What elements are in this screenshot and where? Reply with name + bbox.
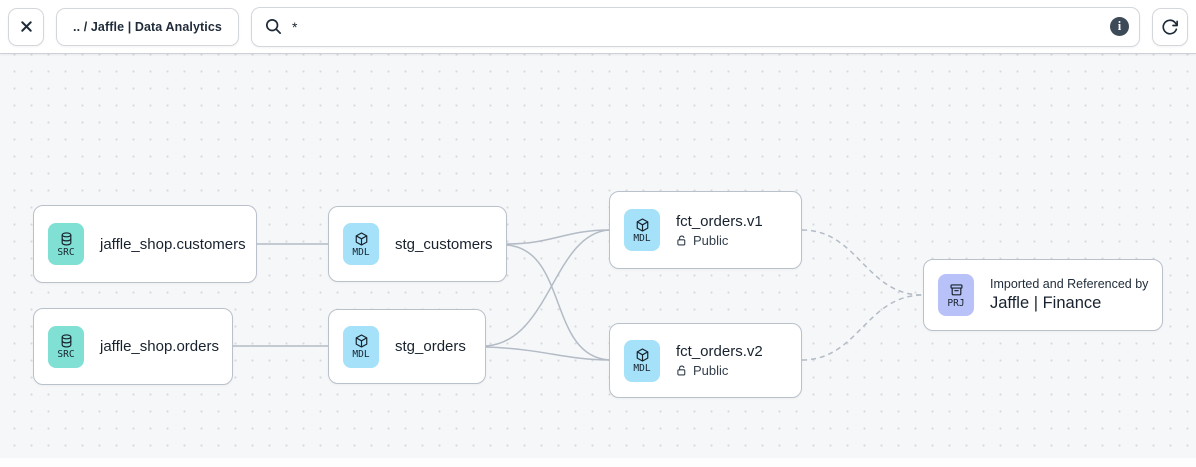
info-icon[interactable]: i [1110, 17, 1129, 36]
cube-icon [636, 217, 648, 232]
badge-label: MDL [352, 246, 370, 258]
search-box[interactable]: i [250, 6, 1140, 47]
node-title: fct_orders.v1 [676, 212, 763, 230]
badge-label: PRJ [947, 297, 965, 309]
node-title: Jaffle | Finance [990, 294, 1102, 312]
badge-label: SRC [57, 349, 75, 360]
edge-fct_orders-v1-to-project [801, 229, 923, 296]
cube-icon [355, 334, 367, 348]
lock-open-icon [677, 365, 686, 376]
cube-icon [355, 231, 367, 246]
node-fct_orders-v1[interactable]: MDL fct_orders.v1 Public [609, 191, 802, 269]
access-label: Public [693, 232, 729, 248]
node-stg_orders[interactable]: MDL stg_orders [328, 309, 486, 384]
bottom-strip [0, 458, 1196, 467]
access-row: Public [676, 233, 763, 248]
project-badge: PRJ [938, 274, 974, 316]
node-title: jaffle_shop.orders [100, 338, 219, 355]
model-badge: MDL [343, 223, 379, 265]
node-title: jaffle_shop.customers [100, 235, 246, 253]
search-icon [265, 18, 281, 35]
database-icon [61, 231, 71, 245]
cube-icon [636, 348, 648, 362]
node-fct_orders-v2[interactable]: MDL fct_orders.v2 Public [609, 323, 802, 398]
edge-layer [233, 229, 923, 361]
edge-fct_orders-v2-to-project [801, 294, 923, 361]
breadcrumb-label: .. / Jaffle | Data Analytics [73, 19, 222, 34]
model-badge: MDL [624, 209, 660, 251]
node-title: stg_customers [395, 235, 493, 253]
archive-box-icon [949, 283, 963, 295]
database-icon [61, 334, 71, 348]
node-stg_customers[interactable]: MDL stg_customers [328, 206, 507, 282]
badge-label: MDL [633, 363, 651, 374]
access-row: Public [676, 363, 763, 378]
edge-stg_customers-to-fct_orders-v1 [506, 229, 610, 245]
badge-label: MDL [352, 349, 370, 360]
node-jaffle_shop-customers[interactable]: SRC jaffle_shop.customers [33, 205, 257, 283]
badge-label: SRC [57, 246, 75, 258]
model-badge: MDL [343, 325, 379, 368]
node-jaffle_shop-orders[interactable]: SRC jaffle_shop.orders [33, 308, 233, 385]
close-icon [20, 21, 32, 32]
node-jaffle-finance-project[interactable]: PRJ Imported and Referenced by Jaffle | … [923, 259, 1163, 331]
node-title: fct_orders.v2 [676, 343, 763, 360]
lock-open-icon [677, 235, 686, 246]
source-badge: SRC [48, 325, 84, 368]
close-button[interactable] [8, 7, 44, 46]
edge-stg_customers-to-fct_orders-v2 [506, 244, 610, 361]
breadcrumb[interactable]: .. / Jaffle | Data Analytics [56, 7, 239, 46]
refresh-button[interactable] [1152, 7, 1188, 46]
toolbar: .. / Jaffle | Data Analytics i [0, 0, 1196, 54]
model-badge: MDL [624, 339, 660, 382]
node-title: stg_orders [395, 338, 466, 355]
refresh-icon [1162, 18, 1178, 35]
access-label: Public [693, 363, 729, 378]
edge-stg_orders-to-fct_orders-v1 [485, 229, 610, 347]
edge-stg_orders-to-fct_orders-v2 [485, 346, 610, 361]
lineage-canvas[interactable]: SRC jaffle_shop.customers SRC jaffle_sh [0, 54, 1196, 458]
search-input[interactable] [291, 18, 1101, 35]
badge-label: MDL [633, 232, 651, 244]
node-subtitle: Imported and Referenced by [990, 277, 1149, 291]
source-badge: SRC [48, 223, 84, 265]
